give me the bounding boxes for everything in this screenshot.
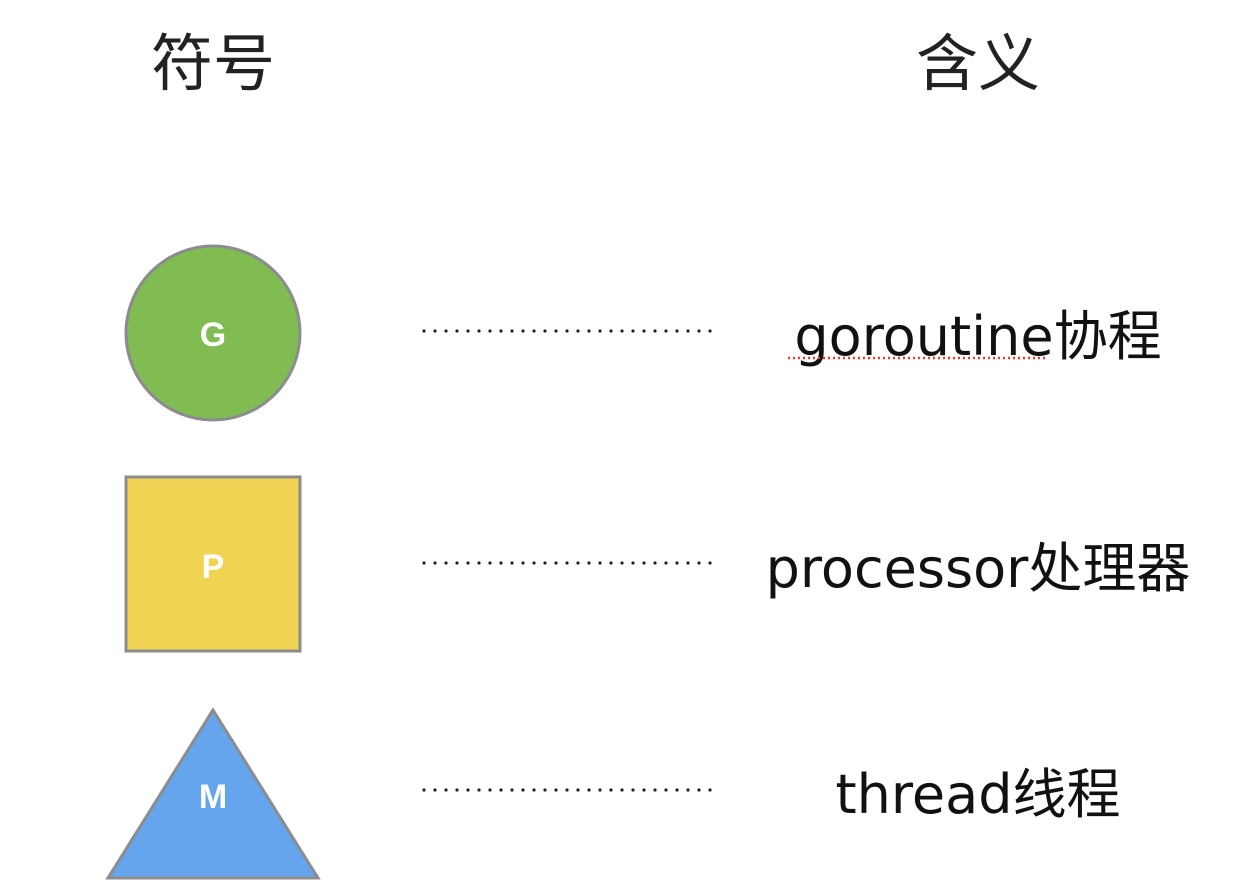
legend-row-goroutine: G goroutine协程 bbox=[124, 244, 1162, 422]
thread-triangle-shape bbox=[105, 707, 321, 880]
legend-row-processor: P processor处理器 bbox=[124, 475, 1191, 653]
legend-row-thread: M thread线程 bbox=[105, 707, 1121, 880]
goroutine-circle-shape bbox=[124, 244, 302, 422]
processor-term: processor bbox=[766, 537, 1030, 600]
processor-square-shape bbox=[124, 475, 302, 653]
goroutine-chinese: 协程 bbox=[1054, 305, 1162, 368]
thread-chinese: 线程 bbox=[1013, 763, 1121, 826]
processor-meaning-label: processor处理器 bbox=[766, 537, 1191, 600]
thread-term: thread bbox=[835, 763, 1012, 826]
symbol-column-header: 符号 bbox=[151, 27, 275, 100]
processor-chinese: 处理器 bbox=[1028, 537, 1190, 600]
thread-meaning-label: thread线程 bbox=[835, 763, 1120, 826]
meaning-column-header: 含义 bbox=[916, 27, 1040, 100]
processor-shape-letter: P bbox=[202, 548, 225, 586]
thread-shape-letter: M bbox=[199, 778, 227, 816]
goroutine-shape-letter: G bbox=[200, 316, 226, 354]
